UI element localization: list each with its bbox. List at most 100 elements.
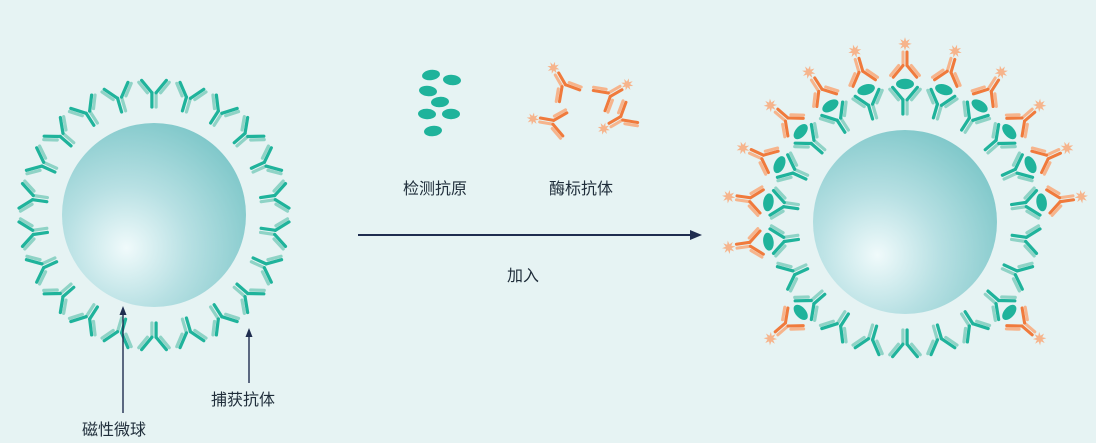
enzyme-antibody-icon: [763, 305, 806, 346]
enzyme-star-icon: [1074, 189, 1088, 204]
enzyme-star-icon: [994, 65, 1008, 79]
antigen-particle: [971, 99, 988, 113]
enzyme-antibody-icon: [1004, 305, 1047, 346]
capture-antibody-icon: [232, 282, 266, 316]
enzyme-antibody-icon: [597, 99, 640, 135]
antigen-particle: [1036, 193, 1047, 212]
capture-antibody-icon: [768, 224, 801, 258]
enzyme-antibody-icon: [970, 65, 1008, 109]
antigen-particle: [763, 232, 774, 251]
enzyme-star-icon: [722, 189, 736, 204]
capture-antibody-icon: [960, 310, 992, 344]
capture-antibody-icon: [258, 179, 291, 213]
antigen-particle: [896, 78, 914, 90]
antigen-particle: [424, 125, 442, 137]
enzyme-star-icon: [763, 98, 778, 113]
enzyme-star-icon: [848, 44, 862, 58]
label-capture-antibody: 捕获抗体: [211, 390, 275, 409]
antigen-particle: [935, 83, 953, 96]
capture-antibody-icon: [793, 289, 827, 323]
capture-antibody-icon: [851, 87, 884, 121]
enzyme-star-icon: [763, 331, 778, 346]
capture-antibody-icon: [960, 100, 992, 134]
bead-pointer-arrowhead: [119, 306, 127, 315]
capture-antibody-icon: [232, 114, 266, 148]
left-bead-panel: 磁性微球 捕获抗体: [17, 78, 291, 439]
capture-antibody-icon: [100, 316, 133, 350]
enzyme-antibody-icon: [547, 61, 583, 104]
antigen-particle: [1002, 304, 1017, 320]
capture-antibody-icon: [851, 323, 884, 357]
capture-antibody-icon: [926, 87, 959, 121]
enzyme-star-icon: [1060, 141, 1074, 155]
enzyme-star-icon: [1032, 331, 1047, 346]
capture-antibody-icon: [1009, 186, 1042, 220]
antigen-particle: [793, 124, 808, 140]
enzyme-antibody-icon: [722, 227, 765, 259]
label-enzyme-antibody: 酶标抗体: [549, 179, 613, 198]
enzyme-antibody-icon: [591, 78, 634, 114]
enzyme-star-icon: [948, 44, 962, 58]
capture-antibody-icon: [1009, 224, 1042, 258]
enzyme-star-icon: [547, 61, 560, 74]
capture-antibody-icon: [926, 323, 959, 357]
antigen-particle: [1024, 156, 1037, 174]
enzyme-antibody-icon: [889, 37, 921, 79]
capture-antibody-icon: [24, 144, 59, 176]
capture-antibody-icon: [17, 217, 50, 251]
capture-antibody-icon: [793, 121, 827, 155]
capture-antibody-icon: [888, 328, 922, 359]
magnetic-bead-right: [813, 130, 997, 314]
capture-antibody-icon: [67, 303, 99, 337]
enzyme-antibody-icon: [930, 44, 962, 88]
enzyme-antibody-icon: [848, 44, 880, 88]
enzyme-star-icon: [1032, 98, 1047, 113]
antigen-particle: [443, 74, 461, 86]
antigen-particle: [857, 83, 875, 96]
capture-antibody-icon: [100, 80, 133, 114]
detection-antigen-cluster: [418, 69, 461, 137]
capture-antibody-icon: [17, 179, 50, 213]
label-magnetic-bead: 磁性微球: [82, 420, 146, 439]
right-bead-panel: [722, 37, 1088, 359]
enzyme-antibody-icon: [722, 185, 765, 217]
capture-antibody-icon: [175, 316, 208, 350]
capture-antibody-icon: [67, 93, 99, 127]
capture-antibody-icon: [1000, 261, 1035, 293]
capture-antibody-icon: [209, 93, 241, 127]
antigen-particle: [822, 99, 839, 113]
enzyme-star-icon: [802, 65, 816, 79]
capture-antibody-icon: [137, 78, 171, 109]
process-arrowhead: [690, 230, 702, 240]
capture-antibody-icon: [818, 310, 850, 344]
capture-antibody-icon: [983, 289, 1017, 323]
label-detection-antigen: 检测抗原: [403, 179, 467, 198]
capture-antibody-ring-left: [17, 78, 291, 352]
enzyme-antibody-icon: [1004, 98, 1047, 139]
capture-antibody-icon: [888, 85, 922, 116]
capture-antibody-icon: [775, 151, 810, 183]
enzyme-star-icon: [722, 240, 736, 255]
capture-antibody-icon: [768, 186, 801, 220]
antigen-particle: [422, 69, 440, 81]
reagents-panel: 检测抗原 酶标抗体 加入: [358, 61, 702, 285]
antigen-particle: [431, 96, 449, 108]
enzyme-antibody-icon: [763, 98, 806, 139]
enzyme-antibody-icon: [736, 141, 780, 176]
capture-antibody-icon: [249, 144, 284, 176]
enzyme-antibody-cluster: [526, 61, 640, 140]
antigen-particle: [419, 85, 437, 97]
capture-antibody-icon: [42, 114, 76, 148]
capture-antibody-icon: [209, 303, 241, 337]
capture-antibody-icon: [1000, 151, 1035, 183]
antigen-particle: [1002, 124, 1017, 140]
capture-antibody-icon: [775, 261, 810, 293]
capture-antibody-icon: [983, 121, 1017, 155]
capture-antibody-icon: [258, 217, 291, 251]
enzyme-antibody-icon: [802, 65, 840, 109]
label-add: 加入: [507, 266, 539, 285]
capture-antibody-icon: [249, 254, 284, 286]
capture-antibody-icon: [818, 100, 850, 134]
enzyme-star-icon: [621, 78, 634, 91]
